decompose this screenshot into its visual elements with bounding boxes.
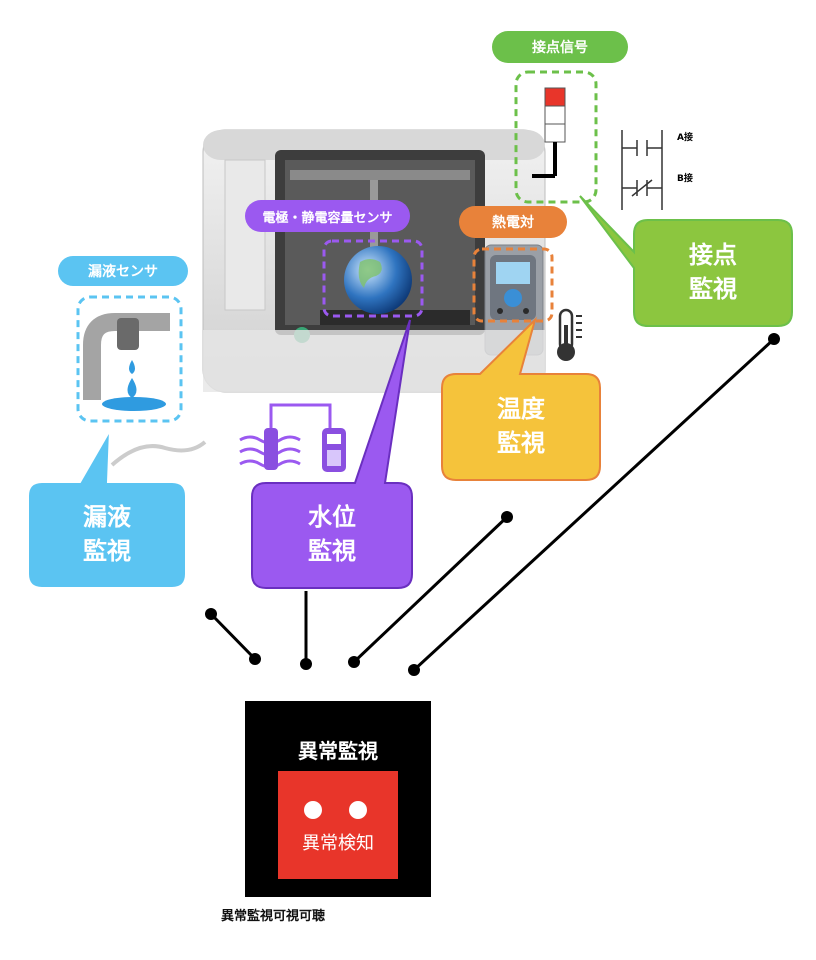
leak-monitoring-label: 漏液 監視 [83,503,131,565]
water-level-bubble-shape [251,319,413,589]
lamp-left-icon [304,801,322,819]
pipe-drip-icon [83,313,170,411]
thermometer-icon [557,308,582,361]
alarm-status-label: 異常検知 [302,833,374,854]
contact-bubble-shape [579,195,793,327]
controller-icon [490,255,536,320]
panel-title: 異常監視 [298,739,378,763]
leak-bubble-shape [27,429,187,589]
water-level-probe-icon [239,403,332,470]
lamp-right-icon [349,801,367,819]
thermocouple-tag: 熱電対 [459,206,567,238]
handheld-meter-icon [322,428,346,472]
temperature-bubble-shape [441,316,601,481]
leak-sensor-tag: 漏液センサ [58,256,188,286]
connector-lines [209,337,776,672]
a-contact-label: A接 [677,133,693,143]
caption: 異常監視可視可聴 [221,909,326,924]
globe-icon [344,246,412,314]
electrode-sensor-tag: 電極・静電容量センサ [245,200,410,232]
contact-signal-tag: 接点信号 [492,31,628,63]
relay-contact-icon [621,130,663,210]
alarm-panel: 異常監視 異常検知 [245,701,431,897]
connector-dots [205,333,780,676]
contact-monitoring-label: 接点 監視 [689,241,737,303]
water-level-monitoring-label: 水位 監視 [308,503,356,565]
alarm-indicator: 異常検知 [278,771,398,879]
temperature-monitoring-label: 温度 監視 [497,395,545,457]
b-contact-label: B接 [677,174,693,184]
signal-tower-icon [532,87,566,178]
